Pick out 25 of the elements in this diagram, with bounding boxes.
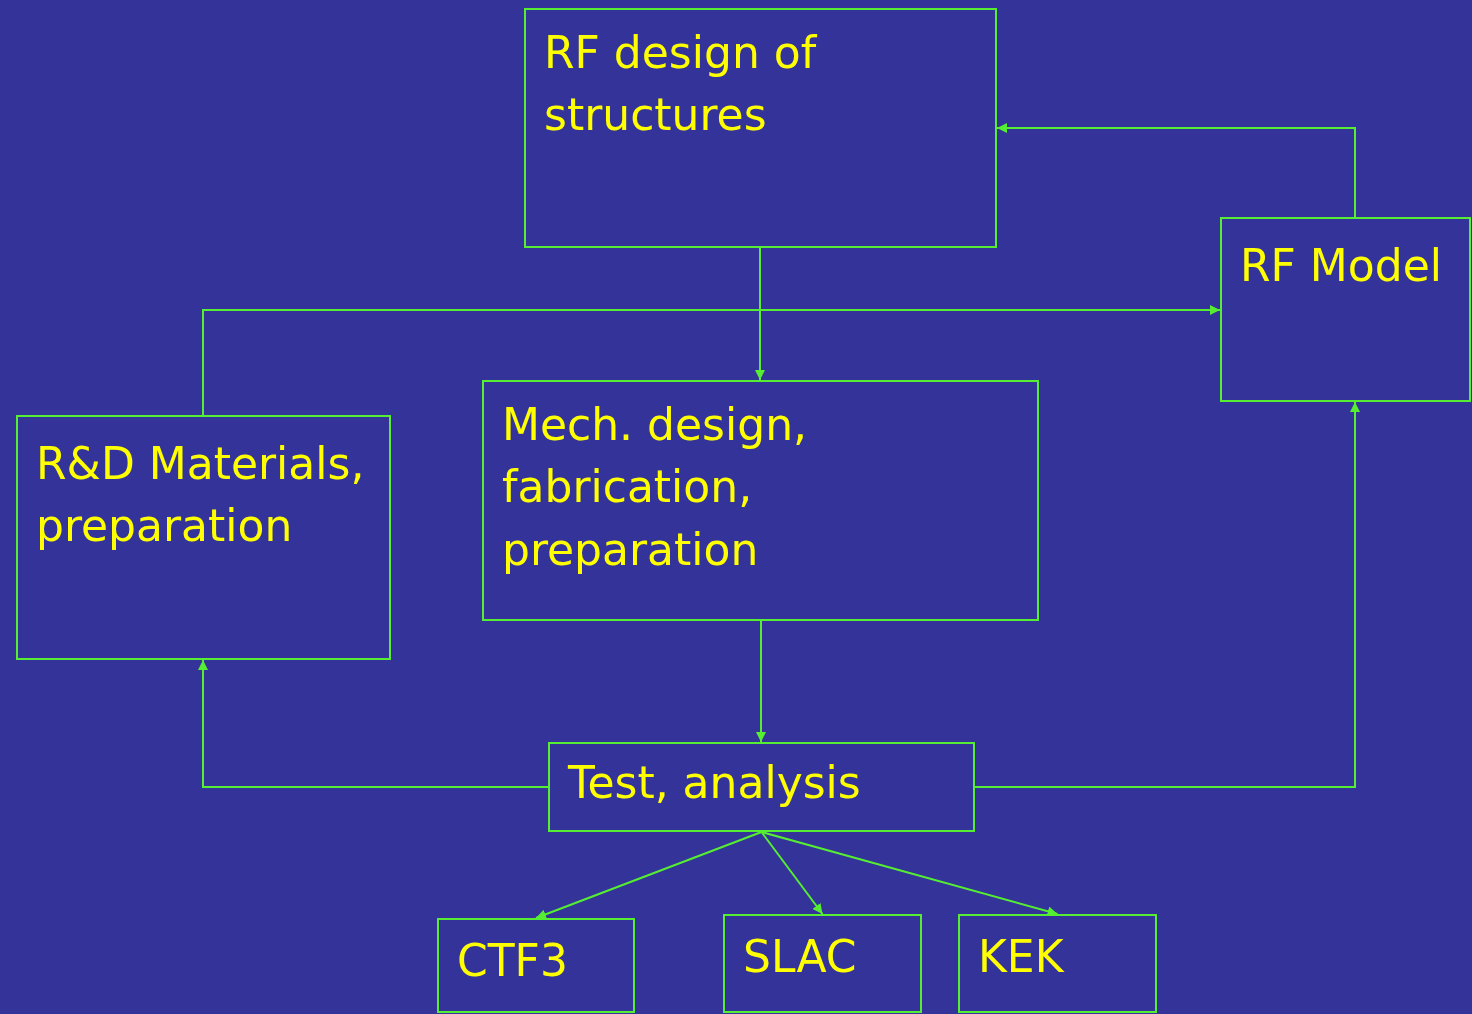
box-label: RF Model <box>1240 239 1443 293</box>
arrow <box>756 620 766 743</box>
arrow <box>202 305 1221 416</box>
box-label: Test, analysis <box>568 756 862 810</box>
box-label: SLAC <box>743 930 858 984</box>
box-label: KEK <box>978 930 1065 984</box>
arrow <box>974 401 1360 788</box>
process-box <box>437 918 635 1013</box>
process-box <box>16 415 391 660</box>
box-label: Mech. design, fabrication, preparation <box>502 398 809 577</box>
arrow <box>996 123 1356 218</box>
box-label: RF design of structures <box>544 26 818 143</box>
process-box <box>723 914 922 1013</box>
arrow <box>760 831 824 915</box>
box-label: CTF3 <box>457 934 569 988</box>
arrow <box>198 659 549 788</box>
process-box <box>482 380 1039 621</box>
arrow <box>535 831 763 920</box>
arrow <box>755 247 765 381</box>
process-box <box>958 914 1157 1013</box>
arrow <box>760 831 1059 917</box>
process-box <box>1220 217 1471 402</box>
process-box <box>524 8 997 248</box>
process-box <box>548 742 975 832</box>
box-label: R&D Materials, preparation <box>36 437 366 554</box>
